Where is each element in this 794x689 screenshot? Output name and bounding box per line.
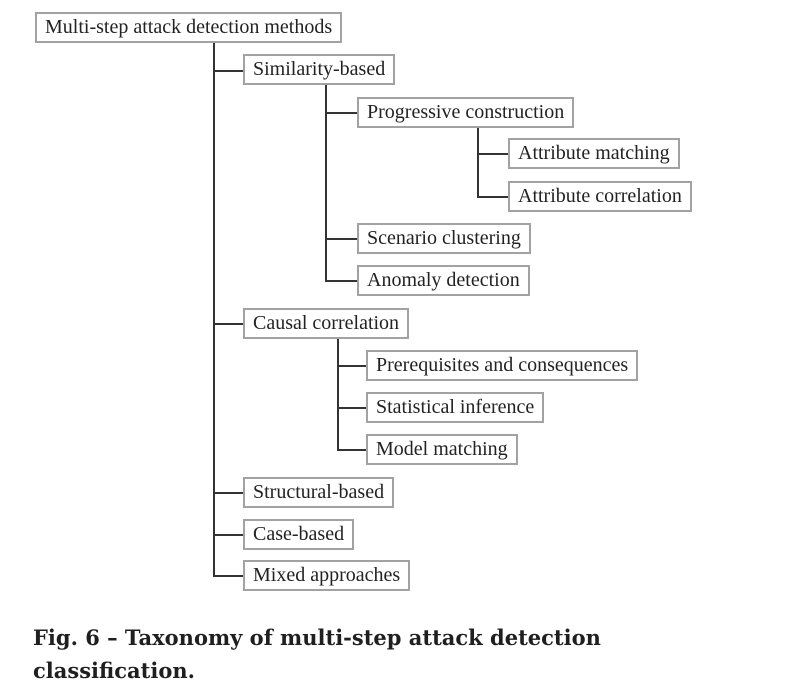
branch-line-anomaly [325, 280, 357, 282]
branch-line-prerequisites [337, 365, 366, 367]
branch-line-progressive [325, 112, 357, 114]
branch-line-case [213, 534, 243, 536]
node-case-based: Case-based [243, 519, 355, 550]
node-mixed-approaches: Mixed approaches [243, 560, 411, 591]
branch-line-attribute-matching [477, 153, 508, 155]
branch-line-model [337, 449, 366, 451]
branch-line-structural [213, 492, 243, 494]
node-attribute-matching: Attribute matching [508, 138, 680, 169]
node-progressive-construction: Progressive construction [357, 97, 575, 128]
branch-line-attribute-correlation [477, 196, 508, 198]
figure-caption-line-1: Fig. 6 – Taxonomy of multi-step attack d… [33, 625, 601, 650]
causal-trunk-line [337, 339, 339, 451]
node-structural-based: Structural-based [243, 477, 395, 508]
node-model-matching: Model matching [366, 434, 518, 465]
node-scenario-clustering: Scenario clustering [357, 223, 531, 254]
node-multi-step-attack-detection-methods: Multi-step attack detection methods [35, 12, 343, 43]
branch-line-mixed [213, 575, 243, 577]
node-prerequisites-and-consequences: Prerequisites and consequences [366, 350, 639, 381]
branch-line-similarity [213, 70, 243, 72]
node-causal-correlation: Causal correlation [243, 308, 410, 339]
node-attribute-correlation: Attribute correlation [508, 181, 692, 212]
figure-caption: Fig. 6 – Taxonomy of multi-step attack d… [33, 621, 653, 687]
node-anomaly-detection: Anomaly detection [357, 265, 530, 296]
trunk-line [213, 43, 215, 577]
progressive-trunk-line [477, 128, 479, 198]
similarity-trunk-line [325, 85, 327, 281]
figure-caption-line-2: classification. [33, 658, 195, 683]
branch-line-scenario [325, 238, 357, 240]
branch-line-causal [213, 323, 243, 325]
branch-line-statistical [337, 407, 366, 409]
node-statistical-inference: Statistical inference [366, 392, 545, 423]
node-similarity-based: Similarity-based [243, 54, 396, 85]
